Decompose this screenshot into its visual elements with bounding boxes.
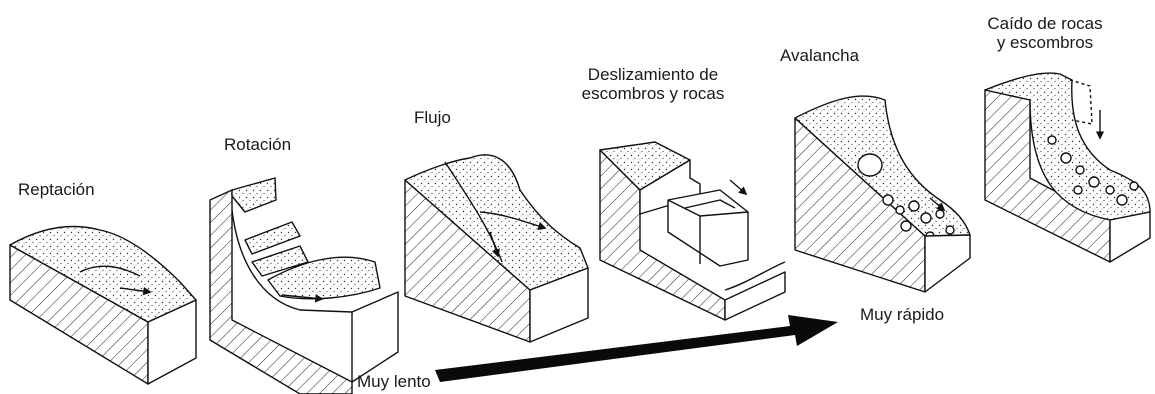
label-flujo: Flujo — [414, 108, 451, 127]
speed-arrow — [435, 315, 838, 382]
block-deslizamiento — [599, 141, 786, 321]
speed-fast-label: Muy rápido — [860, 305, 945, 324]
block-rotacion — [209, 177, 399, 394]
block-avalancha — [794, 95, 971, 293]
block-reptacion — [9, 225, 197, 385]
label-deslizamiento: Deslizamiento de escombros y rocas — [581, 65, 725, 103]
block-flujo — [404, 154, 589, 343]
block-caido — [984, 72, 1151, 263]
speed-slow-label: Muy lento — [357, 372, 431, 391]
label-reptacion: Reptación — [18, 180, 95, 199]
label-caido: Caído de rocas y escombros — [987, 14, 1103, 52]
label-rotacion: Rotación — [224, 135, 292, 154]
label-avalancha: Avalancha — [780, 46, 860, 65]
